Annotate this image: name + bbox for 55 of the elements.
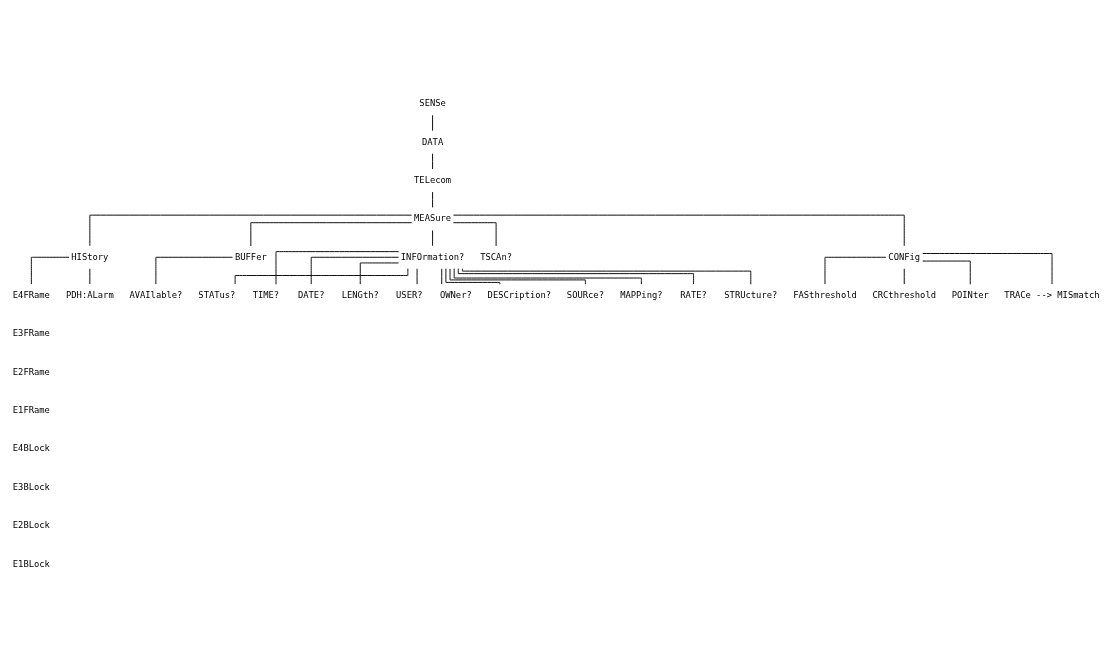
node-text: PDH:ALarm [66, 289, 114, 300]
label: E1BLock [12, 558, 50, 569]
connector [453, 268, 642, 285]
node-text: MEASure [414, 213, 452, 224]
connector [449, 268, 586, 285]
connector [453, 214, 905, 247]
node-text: CONFig [888, 251, 921, 262]
node-text: STRUcture? [724, 289, 778, 300]
connector [445, 268, 501, 285]
connector [250, 222, 413, 247]
connector [903, 268, 905, 285]
label: E4BLock [12, 443, 50, 454]
connector [432, 191, 434, 208]
connector [441, 268, 443, 285]
node-text: CRCthreshold [872, 289, 937, 300]
connector [457, 268, 695, 285]
connector [359, 262, 399, 285]
node-text: FASthreshold [793, 289, 857, 300]
node-text: OWNer? [439, 289, 472, 300]
node-text: DESCription? [487, 289, 552, 300]
connector [275, 251, 400, 285]
connector [432, 229, 434, 247]
node-text: LENGth? [341, 289, 379, 300]
node-text: MAPPing? [620, 289, 663, 300]
node-text: INFOrmation? [400, 251, 465, 262]
node-text: USER? [396, 289, 423, 300]
node-text: SENSe [419, 98, 446, 109]
node-text: DATE? [297, 289, 325, 300]
node-text: STATus? [198, 289, 236, 300]
label: E2BLock [12, 520, 50, 531]
node-text: POINter [951, 289, 989, 300]
node-text: AVAIlable? [129, 289, 183, 300]
node-text: E4FRame [12, 289, 50, 300]
node-text: TSCAn? [480, 251, 512, 262]
connector [432, 114, 434, 132]
node-text: RATE? [680, 289, 707, 300]
label: E2FRame [12, 366, 50, 377]
node-text: TRACe --> MISmatch [1004, 289, 1100, 300]
connector [452, 222, 497, 247]
connector [310, 256, 400, 285]
connector [432, 153, 434, 170]
connector [922, 253, 1053, 285]
label: E1FRame [12, 405, 50, 416]
node-text: TELecom [414, 174, 452, 185]
connector [922, 260, 971, 285]
node-text: SOURce? [566, 289, 604, 300]
node-text: BUFFer [234, 251, 267, 262]
node-text: TIME? [252, 289, 280, 300]
node-text: HIStory [71, 251, 109, 262]
label: E3BLock [12, 481, 50, 492]
connector [30, 256, 70, 285]
node-text: DATA [421, 136, 444, 147]
label: E3FRame [12, 328, 50, 339]
connector [824, 256, 887, 285]
connector [155, 256, 233, 285]
